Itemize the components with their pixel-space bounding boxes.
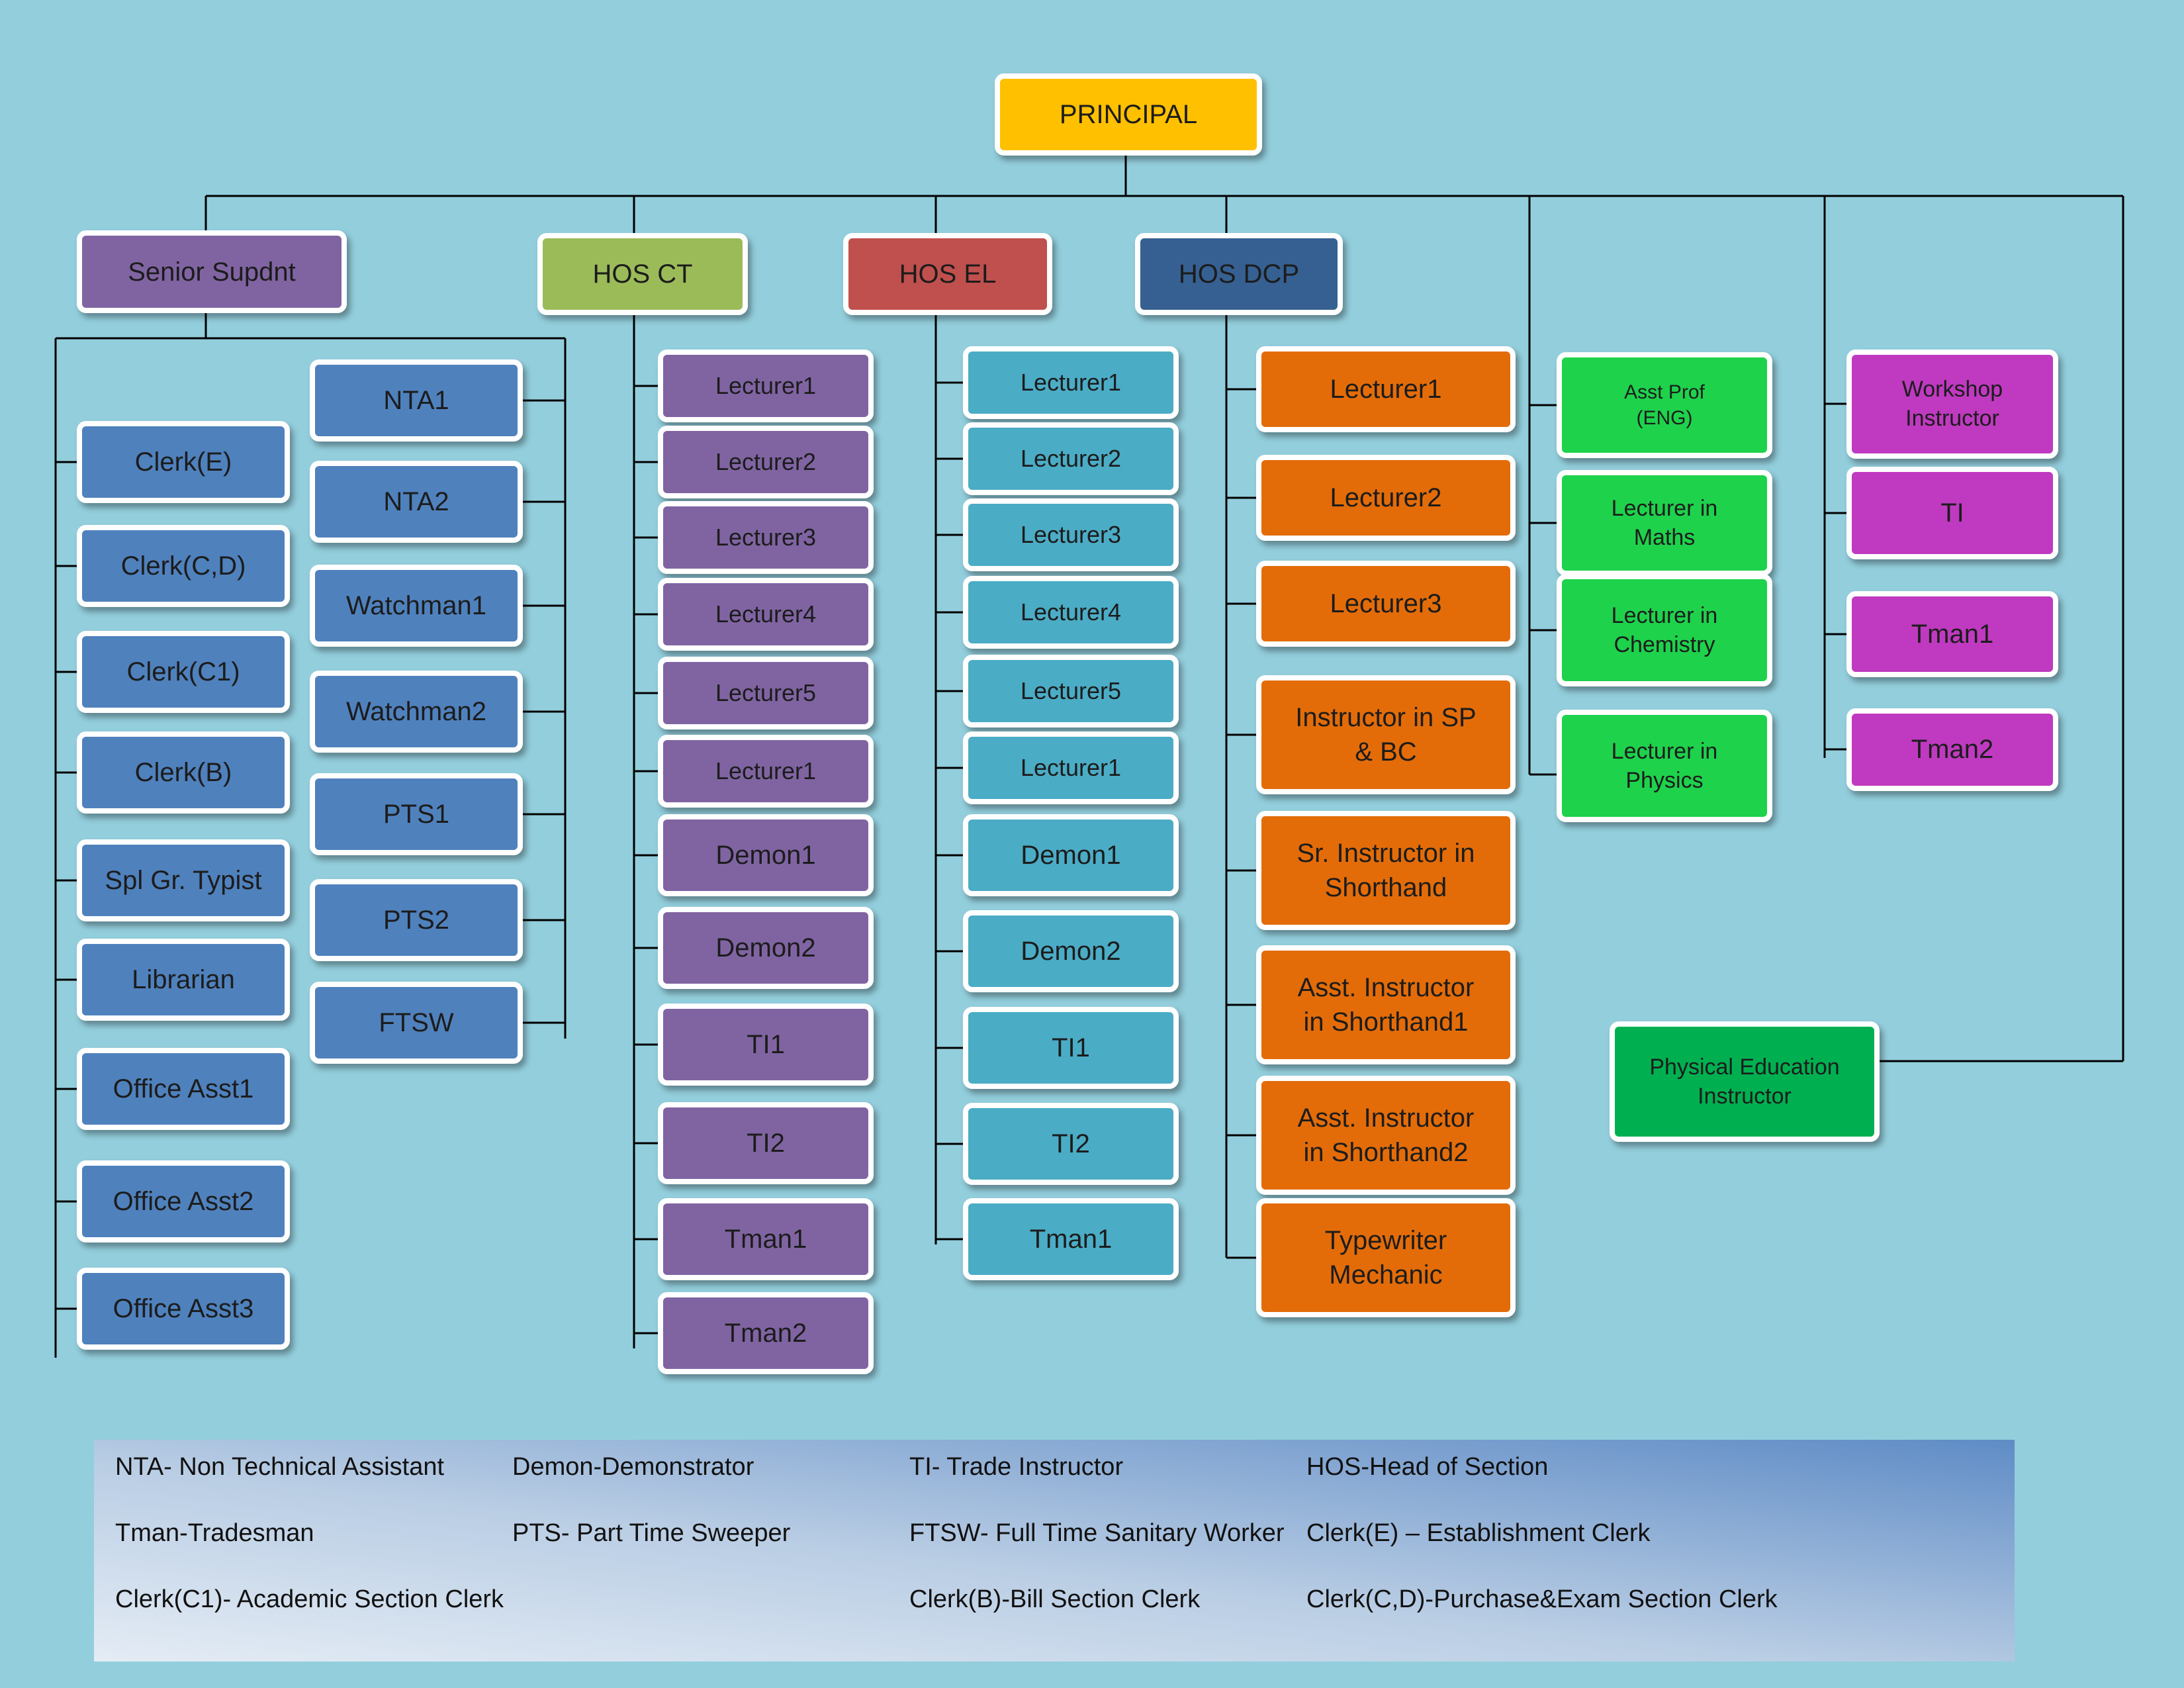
magenta-item: TI <box>1846 467 2058 559</box>
ct-item: Tman2 <box>658 1292 874 1374</box>
ct-item: Demon1 <box>658 814 874 896</box>
legend-ftsw: FTSW- Full Time Sanitary Worker <box>909 1519 1285 1547</box>
senior-left-item: Clerk(B) <box>77 731 290 814</box>
el-item: Lecturer2 <box>963 422 1179 495</box>
magenta-item: Tman1 <box>1846 591 2058 677</box>
magenta-item: Tman2 <box>1846 708 2058 791</box>
legend-pts: PTS- Part Time Sweeper <box>512 1519 791 1547</box>
senior-right-item: FTSW <box>310 982 523 1064</box>
senior-left-item: Clerk(C1) <box>77 631 290 713</box>
el-item: Tman1 <box>963 1198 1179 1280</box>
el-item: Lecturer3 <box>963 498 1179 571</box>
ct-item: TI2 <box>658 1102 874 1184</box>
legend-tman: Tman-Tradesman <box>115 1519 314 1547</box>
el-item: Lecturer5 <box>963 655 1179 727</box>
legend-panel: NTA- Non Technical Assistant Demon-Demon… <box>94 1440 2015 1662</box>
green-item: Asst Prof (ENG) <box>1557 352 1772 458</box>
el-item: Lecturer1 <box>963 731 1179 804</box>
ct-item: Demon2 <box>658 907 874 989</box>
el-item: Demon2 <box>963 910 1179 992</box>
ct-item: Tman1 <box>658 1198 874 1280</box>
senior-left-item: Librarian <box>77 939 290 1021</box>
senior-left-item: Office Asst1 <box>77 1048 290 1130</box>
senior-left-item: Clerk(E) <box>77 421 290 503</box>
ct-item: Lecturer3 <box>658 501 874 574</box>
ct-item: TI1 <box>658 1004 874 1086</box>
green-item: Lecturer in Maths <box>1557 470 1772 576</box>
senior-right-item: NTA1 <box>310 359 523 442</box>
senior-right-item: NTA2 <box>310 461 523 543</box>
senior-left-item: Clerk(C,D) <box>77 525 290 607</box>
el-item: Lecturer4 <box>963 576 1179 649</box>
hos-ct-box: HOS CT <box>537 233 748 315</box>
dcp-item: Lecturer2 <box>1256 455 1516 541</box>
green-item: Lecturer in Physics <box>1557 710 1772 822</box>
legend-clerk-e: Clerk(E) – Establishment Clerk <box>1306 1519 1651 1547</box>
senior-left-item: Office Asst3 <box>77 1268 290 1350</box>
dcp-item: Instructor in SP & BC <box>1256 675 1516 794</box>
hos-el-box: HOS EL <box>843 233 1052 315</box>
dcp-item: Lecturer3 <box>1256 561 1516 647</box>
senior-left-item: Office Asst2 <box>77 1160 290 1243</box>
senior-right-item: Watchman2 <box>310 671 523 753</box>
legend-clerk-c1: Clerk(C1)- Academic Section Clerk <box>115 1585 504 1613</box>
magenta-item: Workshop Instructor <box>1846 349 2058 459</box>
dcp-item: Asst. Instructor in Shorthand2 <box>1256 1076 1516 1195</box>
ct-item: Lecturer4 <box>658 578 874 651</box>
ct-item: Lecturer1 <box>658 735 874 808</box>
senior-right-item: PTS2 <box>310 879 523 961</box>
el-item: TI1 <box>963 1007 1179 1089</box>
senior-supdnt-box: Senior Supdnt <box>77 230 347 313</box>
senior-right-item: Watchman1 <box>310 565 523 647</box>
legend-clerk-b: Clerk(B)-Bill Section Clerk <box>909 1585 1201 1613</box>
green-item: Lecturer in Chemistry <box>1557 574 1772 686</box>
ct-item: Lecturer5 <box>658 657 874 729</box>
dcp-item: Asst. Instructor in Shorthand1 <box>1256 945 1516 1064</box>
ct-item: Lecturer1 <box>658 350 874 422</box>
dcp-item: Lecturer1 <box>1256 346 1516 432</box>
legend-clerk-cd: Clerk(C,D)-Purchase&Exam Section Clerk <box>1306 1585 1778 1613</box>
el-item: Lecturer1 <box>963 346 1179 419</box>
dcp-item: Typewriter Mechanic <box>1256 1198 1516 1317</box>
senior-right-item: PTS1 <box>310 773 523 855</box>
senior-left-item: Spl Gr. Typist <box>77 839 290 921</box>
legend-ti: TI- Trade Instructor <box>909 1453 1124 1481</box>
el-item: TI2 <box>963 1103 1179 1185</box>
physical-education-box: Physical Education Instructor <box>1610 1021 1880 1142</box>
legend-nta: NTA- Non Technical Assistant <box>115 1453 445 1481</box>
el-item: Demon1 <box>963 814 1179 896</box>
hos-dcp-box: HOS DCP <box>1135 233 1343 315</box>
ct-item: Lecturer2 <box>658 426 874 498</box>
dcp-item: Sr. Instructor in Shorthand <box>1256 811 1516 930</box>
legend-hos: HOS-Head of Section <box>1306 1453 1549 1481</box>
legend-demon: Demon-Demonstrator <box>512 1453 754 1481</box>
principal-box: PRINCIPAL <box>995 73 1262 156</box>
